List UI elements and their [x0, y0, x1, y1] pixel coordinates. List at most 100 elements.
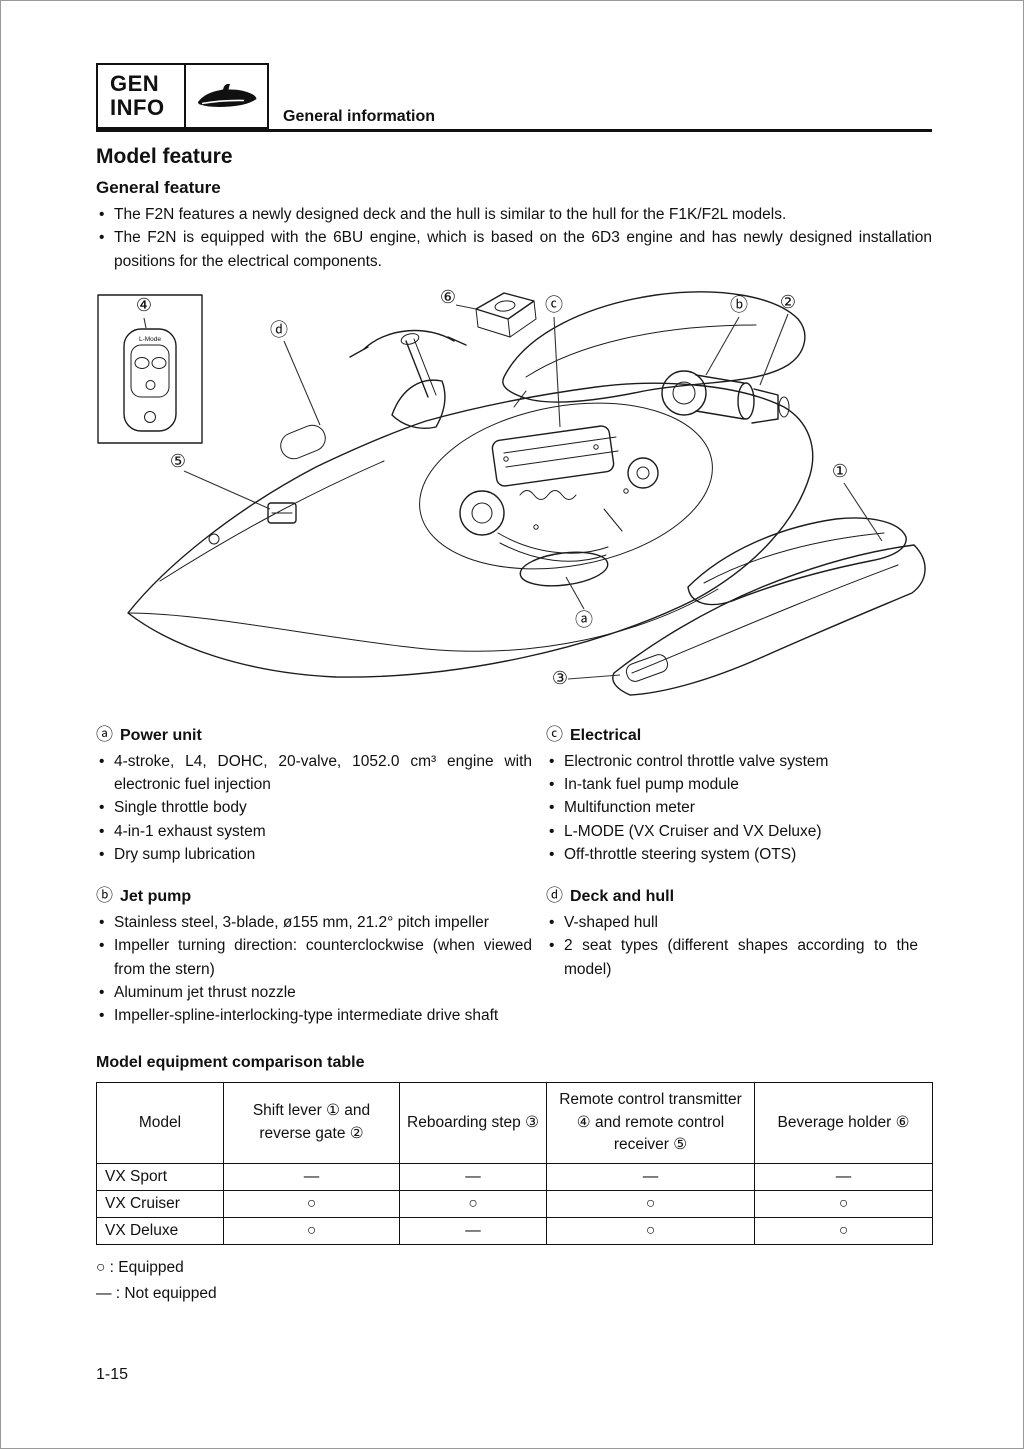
- table-row: VX Sport — — — —: [96, 1162, 933, 1191]
- page-content: GEN INFO General information Model featu…: [96, 63, 933, 1308]
- equip-cell: ○: [754, 1189, 933, 1218]
- table-row: VX Deluxe ○ — ○ ○: [96, 1216, 933, 1245]
- table-legend: ○ : Equipped — : Not equipped: [96, 1255, 932, 1308]
- col-header-shift-lever: Shift lever ① and reverse gate ②: [223, 1082, 400, 1164]
- section-power-unit: ⓐ Power unit 4-stroke, L4, DOHC, 20-valv…: [96, 720, 546, 867]
- section-heading: ⓓ Deck and hull: [546, 881, 918, 906]
- rear-deck-detail: [612, 517, 926, 696]
- callout-1: ①: [832, 461, 848, 482]
- equip-cell: —: [399, 1162, 547, 1191]
- spec-item: 4-in-1 exhaust system: [96, 820, 532, 844]
- equip-cell: —: [223, 1162, 400, 1191]
- table-title: Model equipment comparison table: [96, 1054, 365, 1072]
- watercraft-hull: [127, 382, 814, 678]
- col-header-reboarding-step: Reboarding step ③: [399, 1082, 547, 1164]
- callout-6: ⑥: [440, 287, 456, 308]
- spec-columns: ⓐ Power unit 4-stroke, L4, DOHC, 20-valv…: [96, 720, 932, 1043]
- model-name-cell: VX Sport: [96, 1162, 224, 1191]
- callout-5: ⑤: [170, 451, 186, 472]
- section-title-text: Electrical: [570, 726, 642, 744]
- callout-b: ⓑ: [730, 295, 748, 316]
- spec-item: Impeller-spline-interlocking-type interm…: [96, 1004, 532, 1028]
- section-marker: ⓑ: [96, 886, 113, 905]
- spec-item: Impeller turning direction: counterclock…: [96, 934, 532, 981]
- equipment-comparison-table: Model Shift lever ① and reverse gate ② R…: [96, 1082, 933, 1245]
- section-title-text: Power unit: [120, 726, 202, 744]
- remote-receiver-part: [183, 470, 297, 524]
- spec-item: Single throttle body: [96, 796, 532, 820]
- callout-3: ③: [552, 668, 568, 689]
- section-title-text: Jet pump: [120, 888, 192, 905]
- section-electrical: ⓒ Electrical Electronic control throttle…: [546, 720, 932, 867]
- chapter-tab-box: GEN INFO: [96, 63, 269, 129]
- section-heading: ⓒ Electrical: [546, 720, 918, 745]
- spec-item: 2 seat types (different shapes according…: [546, 934, 918, 981]
- chapter-tab-label: GEN INFO: [98, 65, 186, 127]
- callout-labels: ④ ⑥ ⓒ ⓑ ② ⓓ ⑤ ① ⓐ ③: [136, 287, 848, 689]
- intro-item: The F2N is equipped with the 6BU engine,…: [96, 226, 932, 273]
- legend-not-equipped: — : Not equipped: [96, 1285, 217, 1302]
- table-header-row: Model Shift lever ① and reverse gate ② R…: [96, 1082, 933, 1164]
- equip-cell: ○: [754, 1216, 933, 1245]
- page-subtitle: General feature: [96, 178, 221, 197]
- section-heading: ⓑ Jet pump: [96, 881, 532, 906]
- spec-column-left: ⓐ Power unit 4-stroke, L4, DOHC, 20-valv…: [96, 720, 546, 1043]
- legend-equipped: ○ : Equipped: [96, 1258, 184, 1276]
- remote-transmitter-inset: L-Mode: [97, 294, 203, 444]
- col-header-beverage-holder: Beverage holder ⑥: [754, 1082, 933, 1164]
- spec-item: 4-stroke, L4, DOHC, 20-valve, 1052.0 cm³…: [96, 750, 532, 797]
- equip-cell: —: [754, 1162, 933, 1191]
- spec-item: V-shaped hull: [546, 911, 918, 935]
- equip-cell: —: [399, 1216, 547, 1245]
- engine-detail: [419, 402, 713, 587]
- beverage-holder-part: [475, 292, 537, 338]
- spec-item: Stainless steel, 3-blade, ø155 mm, 21.2°…: [96, 911, 532, 935]
- chapter-tab-line1: GEN: [110, 71, 160, 97]
- handlebar-assembly: [349, 329, 467, 429]
- section-item-list: V-shaped hull 2 seat types (different sh…: [546, 911, 918, 981]
- section-deck-and-hull: ⓓ Deck and hull V-shaped hull 2 seat typ…: [546, 881, 932, 981]
- spec-item: Multifunction meter: [546, 796, 918, 820]
- jetski-illustration: L-Mode: [96, 281, 932, 716]
- chapter-tab-line2: INFO: [110, 95, 165, 120]
- callout-a: ⓐ: [575, 610, 593, 631]
- spec-column-right: ⓒ Electrical Electronic control throttle…: [546, 720, 932, 1043]
- callout-4: ④: [136, 295, 152, 316]
- section-marker: ⓒ: [546, 724, 563, 744]
- equip-cell: ○: [399, 1189, 547, 1218]
- section-title-text: Deck and hull: [570, 888, 675, 905]
- spec-item: Off-throttle steering system (OTS): [546, 843, 918, 867]
- callout-leaders: [283, 304, 883, 680]
- section-marker: ⓓ: [546, 886, 563, 905]
- spec-item: Electronic control throttle valve system: [546, 750, 918, 774]
- equip-cell: ○: [546, 1216, 755, 1245]
- equip-cell: ○: [223, 1216, 400, 1245]
- table-row: VX Cruiser ○ ○ ○ ○: [96, 1189, 933, 1218]
- section-heading: ⓐ Power unit: [96, 720, 532, 745]
- page-number: 1-15: [96, 1366, 129, 1383]
- seat-detail: [502, 290, 806, 408]
- spec-item: L-MODE (VX Cruiser and VX Deluxe): [546, 820, 918, 844]
- callout-2: ②: [780, 292, 796, 313]
- model-name-cell: VX Cruiser: [96, 1189, 224, 1218]
- spec-item: Aluminum jet thrust nozzle: [96, 981, 532, 1005]
- section-item-list: Stainless steel, 3-blade, ø155 mm, 21.2°…: [96, 911, 532, 1028]
- waverunner-icon: [186, 65, 267, 127]
- section-title: General information: [283, 108, 436, 125]
- masthead: GEN INFO General information: [96, 63, 932, 132]
- section-item-list: Electronic control throttle valve system…: [546, 750, 918, 867]
- callout-d: ⓓ: [270, 320, 288, 341]
- col-header-model: Model: [96, 1082, 224, 1164]
- jet-pump-detail: [661, 370, 790, 424]
- page-title: Model feature: [96, 145, 233, 168]
- remote-lmode-label: L-Mode: [139, 336, 161, 343]
- equip-cell: ○: [546, 1189, 755, 1218]
- section-marker: ⓐ: [96, 724, 113, 744]
- section-item-list: 4-stroke, L4, DOHC, 20-valve, 1052.0 cm³…: [96, 750, 532, 867]
- intro-list: The F2N features a newly designed deck a…: [96, 203, 932, 273]
- model-name-cell: VX Deluxe: [96, 1216, 224, 1245]
- spec-item: In-tank fuel pump module: [546, 773, 918, 797]
- spec-item: Dry sump lubrication: [96, 843, 532, 867]
- callout-c: ⓒ: [545, 295, 563, 316]
